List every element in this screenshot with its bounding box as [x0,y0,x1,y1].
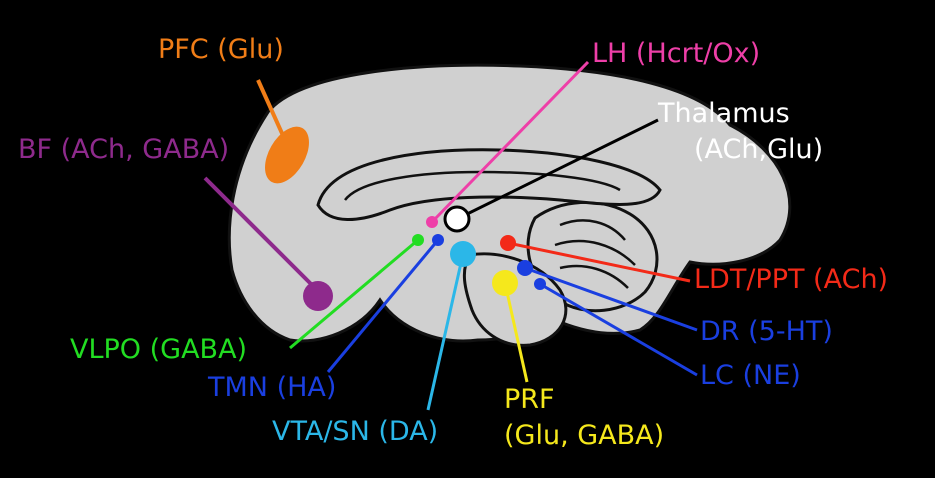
label-thalamus-1: Thalamus [658,98,790,129]
label-prf-1: PRF [504,384,555,415]
dr-nucleus [517,260,533,276]
thalamus-nucleus [443,205,471,233]
prf-nucleus [492,270,518,296]
vta-nucleus [450,241,476,267]
lc-connector [539,282,698,377]
label-pfc: PFC (Glu) [158,34,284,65]
tmn-nucleus [432,234,444,246]
label-lh: LH (Hcrt/Ox) [592,38,761,69]
vlpo-nucleus [412,234,424,246]
pfc-connector [256,79,287,141]
tmn-connector [326,239,440,373]
label-ldt: LDT/PPT (ACh) [694,264,889,295]
vlpo-connector [289,238,419,350]
thalamus-connector [456,118,659,221]
dr-connector [524,266,698,332]
bf-connector [203,176,314,287]
label-tmn: TMN (HA) [208,372,337,403]
vta-connector [426,253,465,411]
label-bf: BF (ACh, GABA) [18,134,230,165]
ldt-nucleus [500,235,516,251]
label-vta: VTA/SN (DA) [272,416,439,447]
ldt-connector [507,241,691,283]
label-thalamus-2: (ACh,Glu) [694,134,824,165]
pfc-region [265,126,309,184]
lc-nucleus [534,278,546,290]
lh-connector [430,60,590,224]
lh-nucleus [426,216,438,228]
label-prf-2: (Glu, GABA) [504,420,665,451]
label-dr: DR (5-HT) [700,316,833,347]
bf-nucleus [303,281,333,311]
label-lc: LC (NE) [700,360,801,391]
cerebellum-folds [554,219,636,289]
prf-connector [503,282,529,383]
label-vlpo: VLPO (GABA) [70,334,248,365]
corpus-callosum [316,148,662,221]
